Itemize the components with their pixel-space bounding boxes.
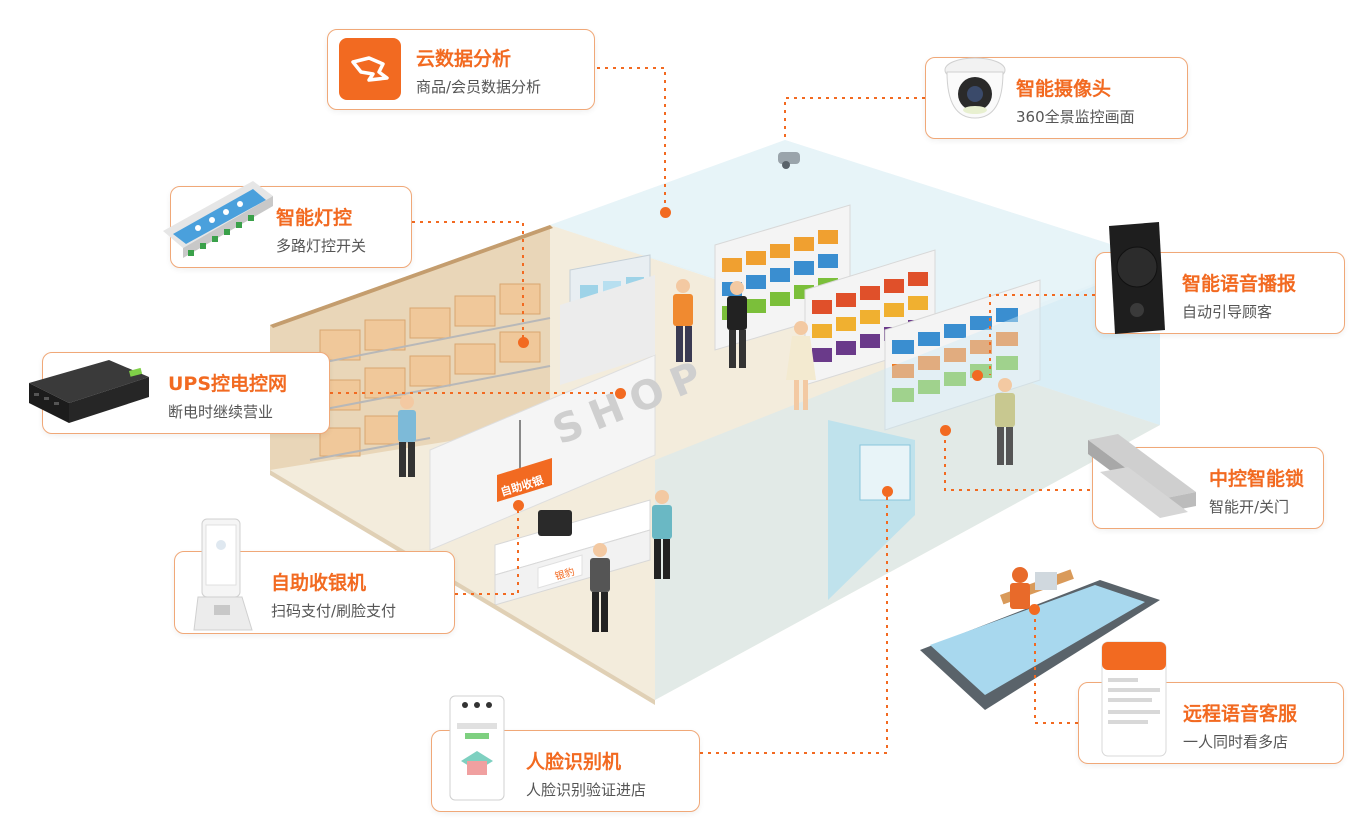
speaker-icon xyxy=(1105,222,1167,341)
card-cashier-title: 自助收银机 xyxy=(271,572,367,594)
card-voice-title: 智能语音播报 xyxy=(1182,273,1297,295)
front-left-edge xyxy=(270,470,655,705)
product-shelves xyxy=(714,204,1041,431)
kiosk-icon xyxy=(192,515,257,639)
shop-partition: SHOP xyxy=(429,275,717,551)
card-face-title: 人脸识别机 xyxy=(526,751,622,773)
card-light-title: 智能灯控 xyxy=(276,207,353,229)
dot-cashier xyxy=(513,500,524,511)
card-ups-subtitle: 断电时继续营业 xyxy=(168,403,274,421)
card-lock-subtitle: 智能开/关门 xyxy=(1209,498,1290,516)
magnetic-lock-icon xyxy=(1078,432,1203,531)
dot-face xyxy=(882,486,893,497)
dot-remote xyxy=(1029,604,1040,615)
card-cashier-subtitle: 扫码支付/刷脸支付 xyxy=(271,602,397,620)
dot-voice xyxy=(972,370,983,381)
card-cloud-title: 云数据分析 xyxy=(416,48,512,70)
card-face-subtitle: 人脸识别验证进店 xyxy=(526,781,647,799)
cloud-logo-icon xyxy=(339,38,401,100)
dot-light xyxy=(518,337,529,348)
face-terminal-icon xyxy=(447,693,507,807)
remote-phone xyxy=(920,567,1160,710)
warehouse-shelves xyxy=(309,283,551,461)
card-remote-subtitle: 一人同时看多店 xyxy=(1183,733,1289,751)
card-cloud-subtitle: 商品/会员数据分析 xyxy=(416,78,542,96)
dot-ups xyxy=(615,388,626,399)
left-wall-edge xyxy=(270,225,553,328)
ups-box-icon xyxy=(24,355,154,434)
phone-app-icon xyxy=(1100,640,1168,762)
card-remote-title: 远程语音客服 xyxy=(1183,703,1298,725)
checkout-counter: 银豹 xyxy=(494,499,651,606)
card-lock-title: 中控智能锁 xyxy=(1209,468,1305,490)
connector-lines xyxy=(330,67,1095,754)
light-controller-icon xyxy=(158,176,278,280)
ceiling-camera xyxy=(778,152,800,169)
dot-cloud xyxy=(660,207,671,218)
card-voice-subtitle: 自动引导顾客 xyxy=(1182,303,1273,321)
card-camera-title: 智能摄像头 xyxy=(1016,78,1112,100)
dome-camera-icon xyxy=(935,48,1015,132)
card-light-subtitle: 多路灯控开关 xyxy=(276,237,367,255)
dot-lock xyxy=(940,425,951,436)
card-cloud-analytics: 云数据分析 商品/会员数据分析 xyxy=(327,29,595,110)
card-ups-title: UPS控电控网 xyxy=(168,373,288,395)
card-camera-subtitle: 360全景监控画面 xyxy=(1016,108,1135,126)
people xyxy=(398,279,1015,632)
